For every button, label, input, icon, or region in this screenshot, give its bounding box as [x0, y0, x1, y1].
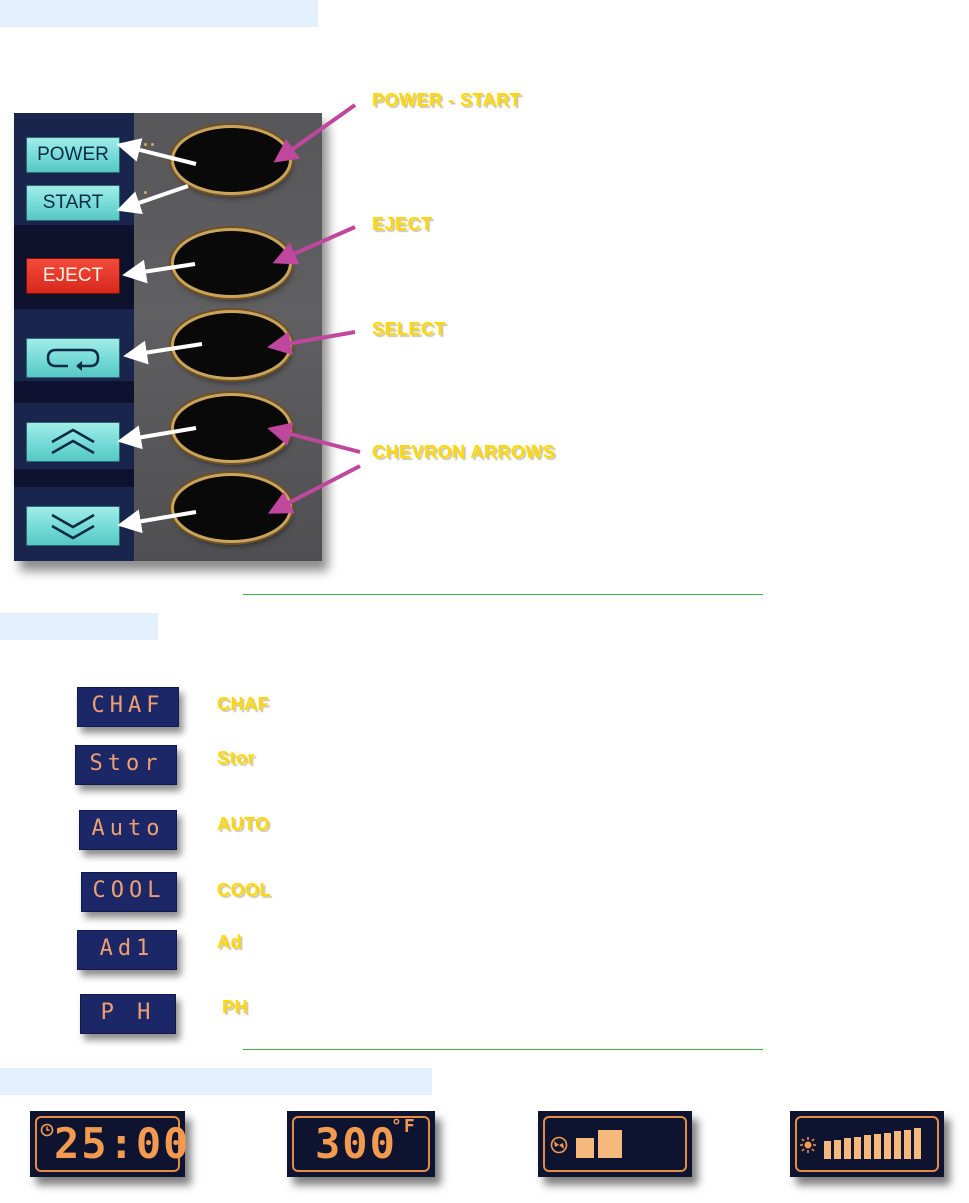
light-level-bar	[894, 1131, 901, 1159]
light-display	[790, 1111, 944, 1177]
label-chevron-arrows: CHEVRON ARROWS	[372, 442, 555, 463]
temperature-display: 300 °F	[287, 1111, 435, 1177]
clock-icon	[40, 1123, 54, 1142]
mode-label: COOL	[217, 880, 271, 901]
mode-lcd: P H	[80, 994, 176, 1034]
label-power-start: POWER - START	[372, 90, 521, 111]
mode-lcd: Ad1	[77, 930, 177, 970]
light-level-bar	[874, 1134, 881, 1159]
light-level-bar	[824, 1141, 831, 1159]
label-eject: EJECT	[372, 214, 433, 235]
mode-lcd: CHAF	[77, 687, 179, 727]
fan-display	[538, 1111, 692, 1177]
divider-line-bottom	[243, 1049, 763, 1050]
light-level-bar	[904, 1130, 911, 1159]
mode-label: Ad	[217, 932, 242, 953]
temperature-value: 300	[315, 1122, 397, 1166]
timer-display: 25:00	[30, 1111, 185, 1177]
mode-label: Stor	[217, 748, 255, 769]
mode-label: CHAF	[217, 694, 269, 715]
light-level-bar	[854, 1137, 861, 1159]
light-level-bar	[844, 1138, 851, 1159]
light-level-bar	[834, 1140, 841, 1159]
temperature-unit: °F	[391, 1117, 417, 1137]
timer-value: 25:00	[54, 1122, 190, 1166]
light-level-bar	[914, 1128, 921, 1159]
sun-icon	[800, 1137, 816, 1158]
section-header-bar-bottom	[0, 1068, 432, 1095]
mode-lcd: Auto	[79, 810, 177, 850]
fan-icon	[550, 1136, 568, 1159]
fan-level-bar-2	[598, 1130, 622, 1158]
label-select: SELECT	[372, 319, 446, 340]
mode-label: AUTO	[217, 814, 270, 835]
fan-level-bar-1	[576, 1138, 594, 1158]
mode-label: PH	[222, 997, 248, 1018]
light-level-bar	[884, 1133, 891, 1159]
mode-lcd: COOL	[81, 872, 177, 912]
light-level-bar	[864, 1135, 871, 1159]
mode-lcd: Stor	[75, 745, 177, 785]
